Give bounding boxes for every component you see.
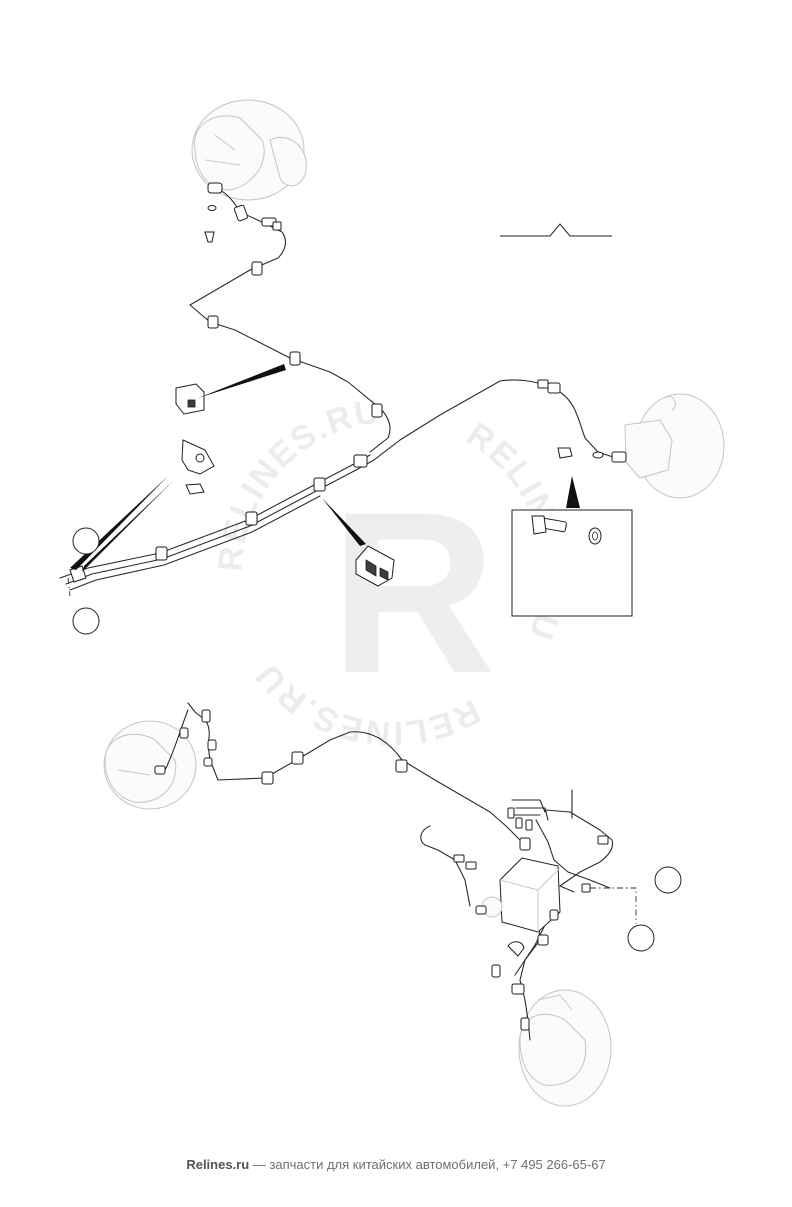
footer-brand[interactable]: Relines.ru [186,1157,250,1172]
callouts-lower [590,866,682,952]
pipe-clips [69,261,383,583]
rear-left-lower-brake-assembly [518,989,612,1107]
callouts-upper [67,527,100,635]
banjo-fitting [207,182,223,194]
rear-right-brake-assembly [624,393,725,499]
bolt-small [557,447,573,459]
bolt-icon [531,515,567,535]
callout-circle [72,607,100,635]
callout-circle [627,924,655,952]
bleeder-bolt [204,231,215,243]
vehicle-front-indicator [500,223,612,237]
nut-part [185,483,205,495]
double-clip-part [322,498,395,587]
watermark-letter: R [330,464,496,721]
callout-circle [654,866,682,894]
lower-fittings [154,709,609,1031]
abs-module [453,854,561,933]
footer-text: — запчасти для китайских автомобилей, +7… [249,1157,606,1172]
upper-fittings [204,182,627,463]
front-left-brake-assembly [191,99,307,201]
front-left-lower-brake-assembly [103,720,197,810]
bolt-washer-inset [511,476,633,617]
callout-circle [72,527,100,555]
footer: Relines.ru — запчасти для китайских авто… [0,1157,792,1172]
copper-washer [207,205,217,211]
clip-bracket-part [175,364,286,415]
